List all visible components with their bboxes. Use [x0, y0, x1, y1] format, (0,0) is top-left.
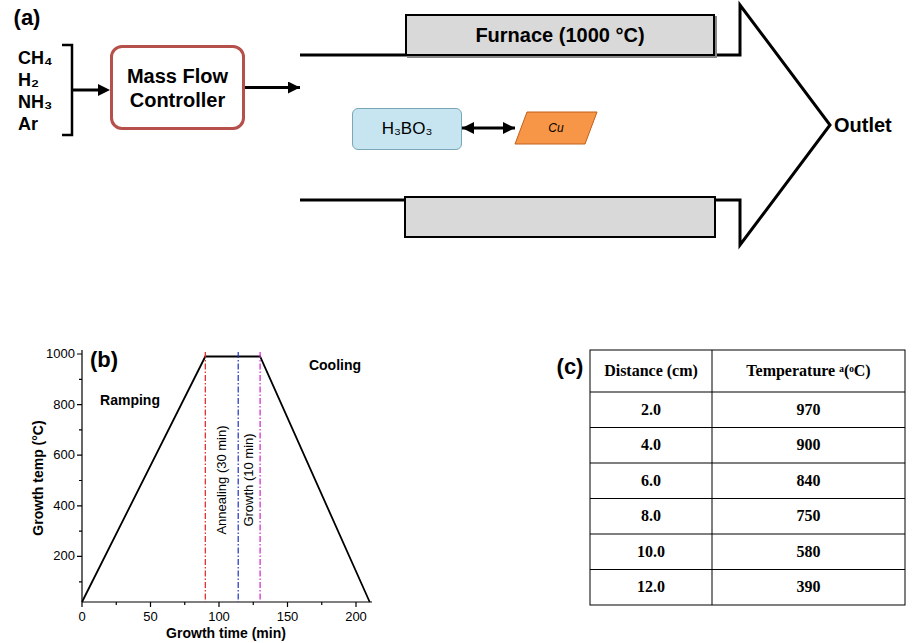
feed-arrow-head	[98, 84, 110, 96]
foil-shape	[515, 112, 597, 144]
table-cell: 2.0	[641, 401, 661, 419]
panel-label: (c)	[557, 354, 584, 379]
table-cell: 4.0	[641, 436, 661, 454]
panel-label: (a)	[14, 5, 41, 30]
furnace-block: Furnace (1000 °C)	[405, 14, 715, 56]
table-header: Distance (cm)	[604, 362, 698, 380]
axis-title: Growth temp (°C)	[30, 420, 46, 535]
tick-label: 200	[53, 549, 75, 564]
y-axis	[81, 350, 82, 602]
row-rules	[590, 392, 905, 570]
tick-label: 100	[208, 610, 230, 625]
table-cell: 970	[797, 401, 821, 419]
phase-label: Cooling	[309, 357, 361, 373]
boric-acid-boat: H₃BO₃	[352, 108, 462, 150]
temperature-profile	[82, 357, 370, 603]
mass-flow-controller-box: Mass Flow Controller	[110, 45, 245, 130]
feed-arrow-shaft	[72, 89, 100, 92]
chart-axes	[77, 350, 372, 607]
panel-label: (b)	[90, 347, 118, 372]
table-cell: 8.0	[641, 507, 661, 525]
table-cell: 12.0	[637, 578, 665, 596]
table-cell: 900	[797, 436, 821, 454]
tick-label: 800	[53, 397, 75, 412]
table-cell: 6.0	[641, 472, 661, 490]
column-rule	[712, 350, 713, 605]
phase-label: Annealing (30 min)	[214, 425, 229, 534]
node-text: Furnace (1000 °C)	[475, 23, 644, 47]
bracket-line	[62, 45, 72, 135]
x-minor-ticks	[116, 602, 322, 605]
growth-end-line	[260, 352, 261, 602]
gas-label: CH₄	[18, 48, 53, 69]
table-cell: 390	[797, 578, 821, 596]
x-axis	[82, 601, 372, 602]
table-cell: 750	[797, 507, 821, 525]
y-minor-ticks	[79, 379, 82, 582]
tick-label: 400	[53, 498, 75, 513]
flow-arrow	[245, 86, 300, 89]
annealing-start-line	[205, 352, 206, 602]
outlet-label: Outlet	[834, 113, 892, 137]
tick-label: 0	[78, 610, 85, 625]
tick-label: 50	[143, 610, 157, 625]
table-border	[590, 350, 905, 605]
furnace-lower-block	[405, 197, 715, 237]
gas-label: Ar	[18, 114, 38, 135]
node-text: H₃BO₃	[382, 119, 433, 139]
node-text: Cu	[548, 121, 563, 135]
x-major-ticks	[82, 602, 356, 607]
table-cell: 10.0	[637, 543, 665, 561]
gas-bracket	[62, 45, 110, 135]
tick-label: 200	[345, 610, 367, 625]
table-grid	[590, 350, 905, 605]
table-cell: 840	[797, 472, 821, 490]
axis-title: Growth time (min)	[166, 625, 286, 641]
table-header: Temperature ᵃ(ᵒC)	[746, 362, 870, 380]
gas-label: H₂	[18, 70, 39, 91]
copper-foil: Cu	[515, 112, 597, 144]
node-text: Mass Flow Controller	[121, 64, 234, 112]
tick-label: 1000	[46, 347, 75, 362]
phase-label: Growth (10 min)	[242, 433, 257, 526]
gas-label: NH₃	[18, 92, 52, 113]
tick-label: 600	[53, 448, 75, 463]
table-cell: 580	[797, 543, 821, 561]
flow-arrow	[462, 127, 515, 130]
y-major-ticks	[77, 354, 82, 556]
growth-start-line	[238, 352, 239, 602]
tube-outline-path	[300, 5, 830, 245]
tick-label: 150	[277, 610, 299, 625]
phase-label: Ramping	[100, 392, 160, 408]
